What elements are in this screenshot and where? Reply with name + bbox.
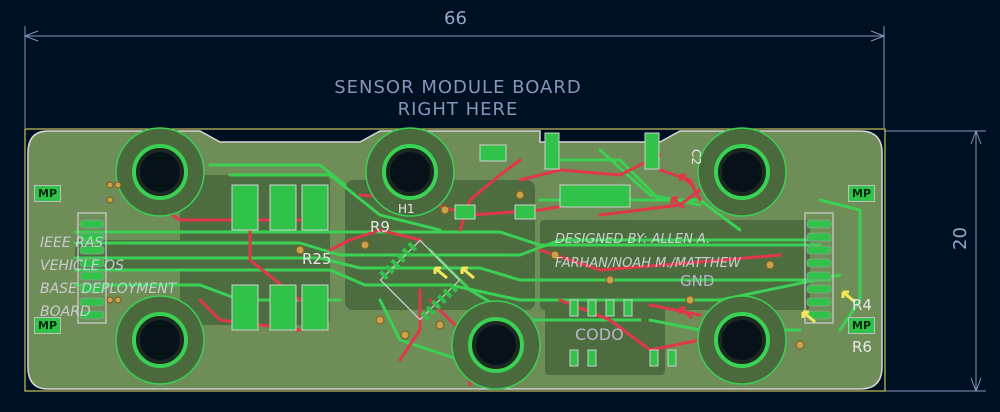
mp-label-top-right: MP bbox=[848, 185, 876, 202]
board-description-line3: BASE DEPLOYMENT bbox=[40, 281, 177, 297]
ref-r6: R6 bbox=[852, 338, 872, 356]
designer-credit: DESIGNED BY: ALLEN A. FARHAN/NOAH M./MAT… bbox=[555, 228, 741, 276]
designer-credit-line2: FARHAN/NOAH M./MATTHEW bbox=[555, 256, 741, 271]
mp-label-bottom-right: MP bbox=[848, 317, 876, 334]
mounting-hole-bottom-left bbox=[115, 295, 205, 385]
ref-r4: R4 bbox=[852, 296, 872, 314]
gnd-label: GND bbox=[680, 272, 715, 290]
ref-h1: H1 bbox=[398, 202, 415, 216]
height-dimension-label: 20 bbox=[950, 227, 971, 250]
board-description-line4: BOARD bbox=[40, 304, 91, 320]
ref-r9: R9 bbox=[370, 218, 390, 236]
mounting-holes bbox=[115, 127, 787, 390]
designer-credit-line1: DESIGNED BY: ALLEN A. bbox=[555, 232, 711, 247]
width-dimension-label: 66 bbox=[444, 8, 467, 29]
mounting-hole-top-left bbox=[115, 127, 205, 217]
board-description-line1: IEEE RAS bbox=[40, 235, 104, 251]
mounting-hole-bottom-center bbox=[451, 300, 541, 390]
drc-markers bbox=[433, 173, 856, 324]
mp-label-top-left: MP bbox=[34, 185, 62, 202]
right-connector bbox=[804, 212, 834, 324]
board-title: SENSOR MODULE BOARD RIGHT HERE bbox=[330, 77, 586, 121]
board-title-line1: SENSOR MODULE BOARD bbox=[334, 77, 582, 98]
center-ic bbox=[378, 239, 461, 322]
ref-c2: C2 bbox=[689, 148, 704, 166]
mounting-hole-top-right bbox=[697, 127, 787, 217]
left-connector bbox=[77, 212, 107, 324]
mp-label-bottom-left: MP bbox=[34, 317, 62, 334]
height-dimension bbox=[884, 129, 986, 393]
component-footprints bbox=[231, 132, 677, 367]
board-description-line2: VEHICLE OS bbox=[40, 258, 124, 274]
board-edge-cuts bbox=[24, 128, 886, 392]
codo-label: CODO bbox=[575, 325, 624, 344]
mounting-hole-top-center bbox=[365, 127, 455, 217]
board-description-text: IEEE RAS VEHICLE OS BASE DEPLOYMENT BOAR… bbox=[40, 232, 176, 324]
board-title-line2: RIGHT HERE bbox=[397, 99, 519, 120]
width-dimension bbox=[23, 26, 886, 128]
ref-r25: R25 bbox=[302, 250, 332, 268]
vias bbox=[106, 181, 805, 350]
mounting-hole-bottom-right bbox=[697, 295, 787, 385]
